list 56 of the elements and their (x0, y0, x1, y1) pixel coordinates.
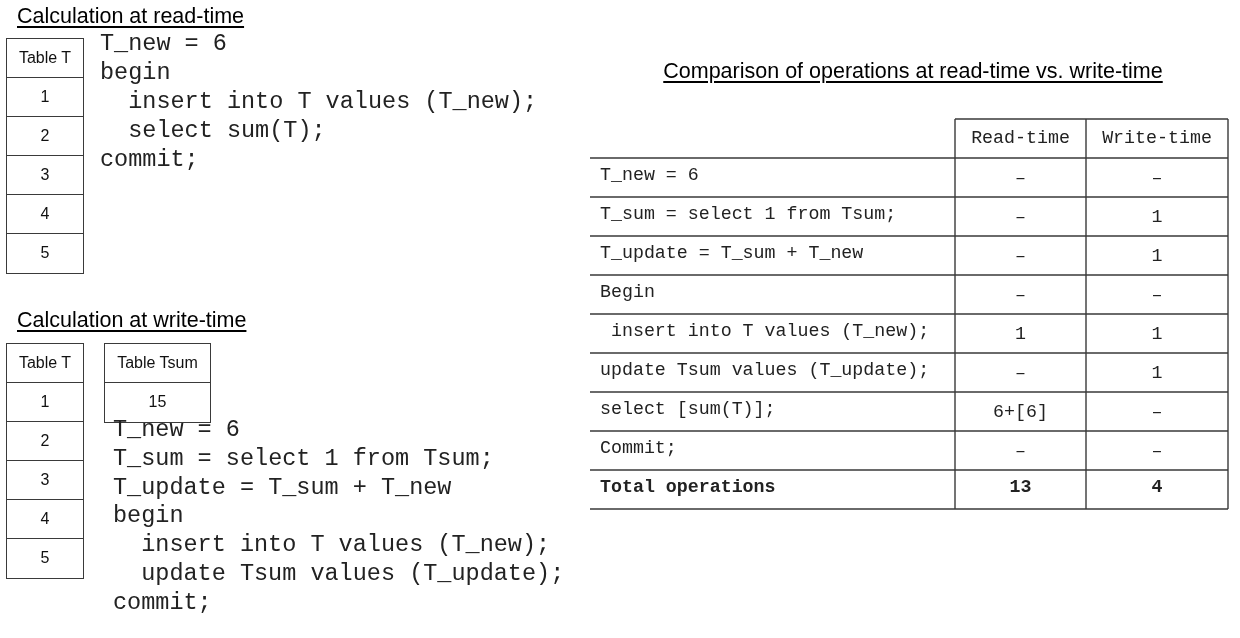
table-cell: 4 (6, 194, 84, 235)
code-line: select sum(T); (128, 116, 326, 145)
operation-count: – (1151, 400, 1163, 423)
code-line: T_sum = select 1 from Tsum; (113, 443, 494, 473)
table-cell: 1 (6, 382, 84, 423)
total-label: Total operations (600, 475, 776, 498)
table-header-cell: Table Tsum (104, 343, 211, 384)
column-header: Read-time (971, 126, 1070, 149)
operation-count: 1 (1151, 361, 1163, 384)
operation-count: – (1151, 439, 1163, 462)
code-statement: insert into T values (T_new); (610, 319, 930, 342)
operation-count: – (1015, 244, 1026, 267)
table-cell: 2 (6, 116, 84, 157)
code-line: T_new = 6 (100, 29, 227, 58)
operation-count: 1 (1015, 322, 1026, 345)
code-statement: T_update = T_sum + T_new (600, 241, 864, 264)
code-line: commit; (100, 145, 199, 174)
operation-count: 6+[6] (993, 400, 1048, 423)
operation-count: 1 (1151, 322, 1163, 345)
section-heading: Comparison of operations at read-time vs. write-time (663, 59, 1163, 84)
code-statement: update Tsum values (T_update); (600, 358, 930, 381)
code-statement: Begin (600, 280, 655, 303)
code-line: insert into T values (T_new); (128, 87, 538, 116)
operation-count: – (1015, 283, 1026, 306)
code-line: insert into T values (T_new); (141, 530, 551, 560)
operation-count: 13 (1009, 475, 1032, 498)
code-line: begin (100, 58, 171, 87)
section-heading: Calculation at read-time (17, 4, 245, 29)
operation-count: – (1015, 166, 1026, 189)
code-line: commit; (113, 587, 212, 617)
operation-count: – (1151, 283, 1163, 306)
operation-count: 1 (1151, 205, 1163, 228)
operation-count: 4 (1151, 475, 1163, 498)
operation-count: – (1015, 361, 1026, 384)
table-cell: 3 (6, 460, 84, 501)
code-line: begin (113, 501, 184, 531)
code-statement: T_new = 6 (600, 163, 699, 186)
table-cell: 1 (6, 77, 84, 118)
operation-count: – (1151, 166, 1163, 189)
table-cell: 3 (6, 155, 84, 196)
table-cell: 4 (6, 499, 84, 540)
operation-count: – (1015, 205, 1026, 228)
operation-count: 1 (1151, 244, 1163, 267)
section-heading: Calculation at write-time (17, 308, 247, 333)
table-cell: 5 (6, 538, 84, 579)
code-line: T_update = T_sum + T_new (113, 472, 452, 502)
code-statement: T_sum = select 1 from Tsum; (600, 202, 897, 225)
table-cell: 2 (6, 421, 84, 462)
table-header-cell: Table T (6, 38, 84, 79)
code-line: update Tsum values (T_update); (141, 559, 565, 588)
table-header-cell: Table T (6, 343, 84, 384)
column-header: Write-time (1102, 126, 1212, 149)
operation-count: – (1015, 439, 1026, 462)
code-statement: Commit; (600, 436, 677, 459)
table-cell: 5 (6, 233, 84, 274)
code-statement: select [sum(T)]; (600, 397, 776, 420)
